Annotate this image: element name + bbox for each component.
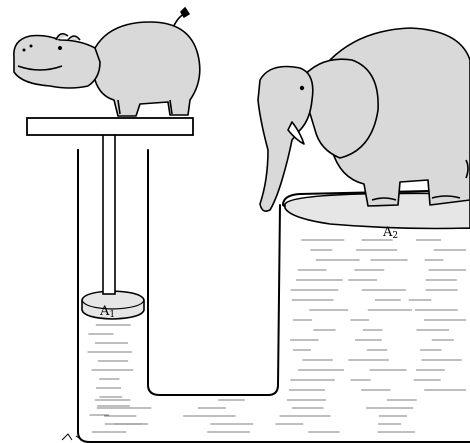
- small-piston: A1: [81, 290, 145, 320]
- elephant-figure: [257, 27, 470, 212]
- label-a1: A1: [99, 304, 115, 320]
- piston-rod: [102, 133, 116, 295]
- hippo-platform: [26, 117, 194, 136]
- hippo-figure: [13, 7, 201, 117]
- label-a2: A2: [382, 225, 398, 241]
- signature: [61, 433, 83, 441]
- hydraulic-fluid: [78, 205, 470, 443]
- large-piston: A2: [284, 192, 470, 241]
